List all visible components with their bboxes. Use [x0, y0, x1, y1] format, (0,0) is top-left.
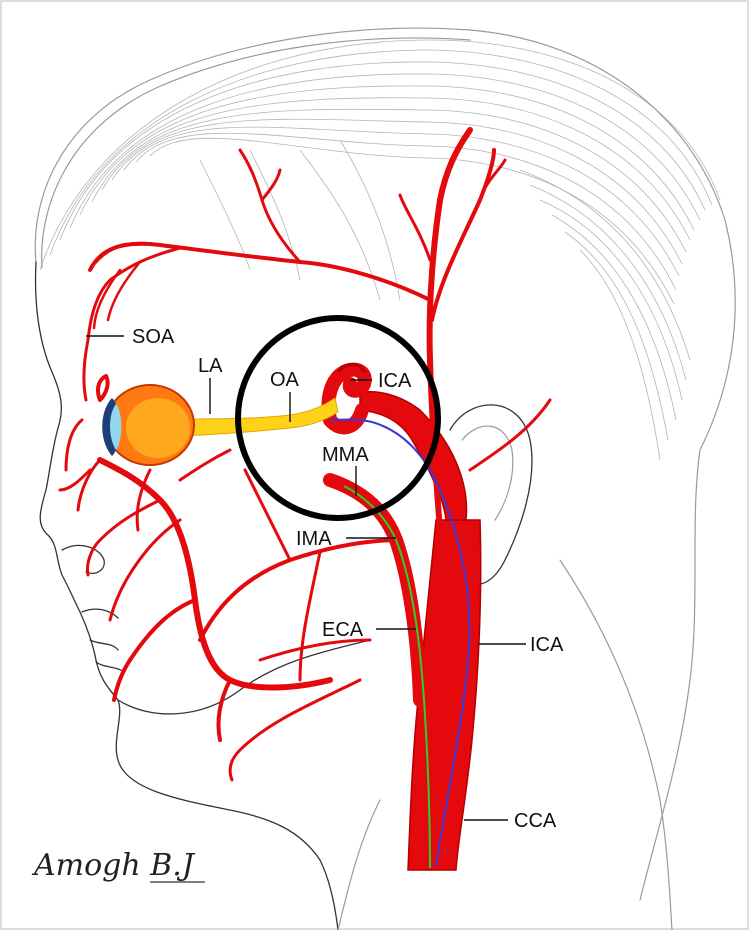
label-eca: ECA — [322, 619, 364, 641]
label-soa: SOA — [132, 326, 175, 348]
label-ica-side: ICA — [530, 634, 564, 656]
label-la: LA — [198, 355, 223, 377]
label-oa: OA — [270, 369, 300, 391]
artist-signature: Amogh B.J — [31, 848, 196, 883]
label-cca: CCA — [514, 810, 557, 832]
label-ima: IMA — [296, 528, 332, 550]
label-ica-top: ICA — [378, 370, 412, 392]
label-mma: MMA — [322, 444, 369, 466]
